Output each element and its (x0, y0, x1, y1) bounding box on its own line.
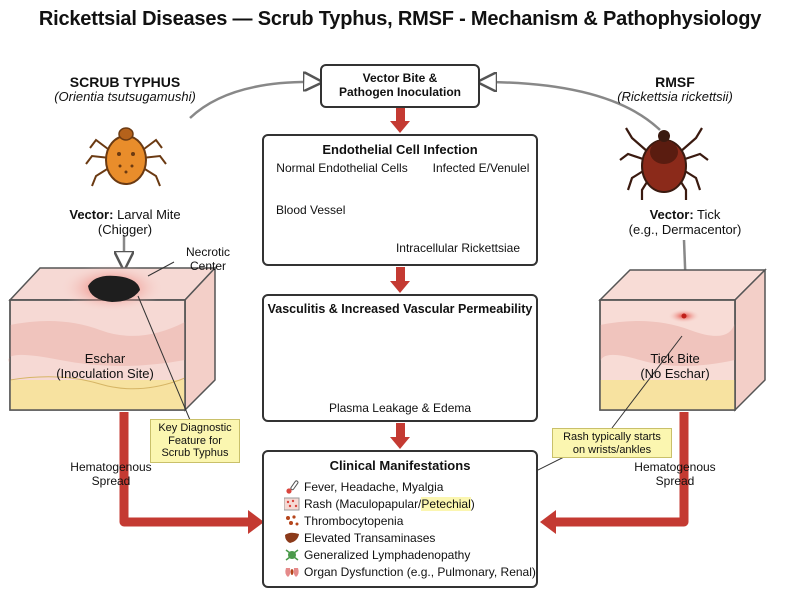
arrow-down-3 (390, 423, 410, 449)
rmsf-heading: RMSF (655, 74, 695, 90)
normal-cells-label: Normal Endothelial Cells (276, 161, 408, 175)
organ-icon (285, 568, 299, 577)
chigger-mite-icon (85, 127, 167, 187)
petechial-highlight: Petechial (421, 497, 471, 511)
leader-rash-callout (611, 335, 683, 429)
vasculitis-box: Vasculitis & Increased Vascular Permeabi… (262, 294, 538, 422)
platelet-icon (286, 515, 299, 526)
eschar-label: Eschar (Inoculation Site) (56, 351, 154, 381)
arrow-down-1 (390, 107, 410, 133)
endothelial-infection-box: Endothelial Cell Infection (262, 134, 538, 266)
rmsf-organism: (Rickettsia rickettsii) (617, 89, 733, 104)
arrow-left-spread (119, 412, 252, 527)
liver-icon (285, 532, 299, 543)
vector-bite-box: Vector Bite & Pathogen Inoculation (320, 64, 480, 108)
scrub-typhus-heading: SCRUB TYPHUS (69, 74, 181, 90)
tick-bite-label: Tick Bite (No Eschar) (640, 351, 710, 381)
leader-key-feature (137, 295, 191, 421)
clinical-title: Clinical Manifestations (329, 458, 471, 473)
necrotic-center-label: Necrotic Center (185, 245, 230, 273)
infected-venule-label: Infected E/Venulel (432, 161, 530, 175)
tick-icon (619, 127, 709, 200)
scrub-vector-label: Vector: Larval Mite (Chigger) (69, 207, 181, 237)
rash-wrists-callout: Rash typically starts on wrists/ankles (552, 428, 672, 458)
arrow-down-2 (390, 267, 410, 293)
arrow-chigger-to-bite (189, 82, 318, 119)
scrub-typhus-organism: (Orientia tsutsugamushi) (54, 89, 196, 104)
intracellular-label: Intracellular Rickettsiae (395, 241, 521, 255)
clinical-manifestations-box: Clinical Manifestations Fever, Headache,… (262, 450, 538, 588)
lymph-node-icon (285, 549, 299, 561)
key-diagnostic-callout: Key Diagnostic Feature for Scrub Typhus (150, 419, 240, 463)
blood-vessel-label: Blood Vessel (276, 203, 346, 217)
rmsf-vector-label: Vector: Tick (e.g., Dermacentor) (628, 207, 742, 237)
arrow-right-spread (552, 412, 689, 527)
vasculitis-title: Vasculitis & Increased Vascular Permeabi… (267, 302, 533, 316)
skin-block-tick-bite (598, 268, 767, 412)
thermometer-icon (286, 480, 299, 494)
page-title: Rickettsial Diseases — Scrub Typhus, RMS… (38, 8, 762, 30)
skin-block-eschar (8, 264, 217, 412)
rash-icon (284, 497, 300, 511)
vector-bite-text: Vector Bite & Pathogen Inoculation (339, 71, 461, 99)
plasma-leakage-label: Plasma Leakage & Edema (328, 401, 472, 415)
arrow-tick-to-bite (482, 82, 661, 131)
leader-necrotic (147, 261, 175, 277)
endothelial-title: Endothelial Cell Infection (322, 142, 478, 157)
right-hematogenous-label: Hematogenous Spread (634, 460, 716, 488)
left-hematogenous-label: Hematogenous Spread (70, 460, 152, 488)
